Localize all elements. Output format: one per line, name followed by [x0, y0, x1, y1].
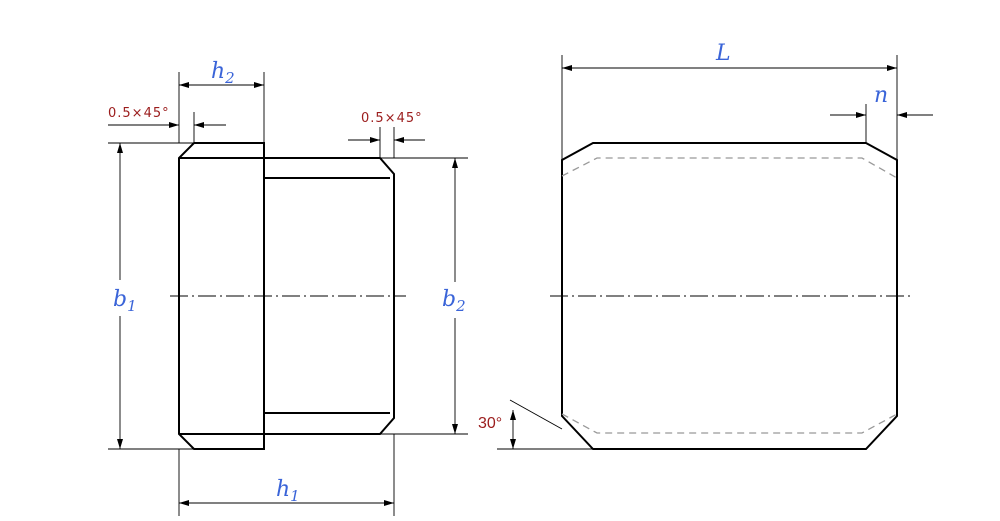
chamfer-note-left: 0.5×45° — [108, 106, 170, 121]
label-n: n — [874, 83, 888, 108]
octagon-outline — [561, 142, 898, 450]
label-h1: h1 — [276, 477, 300, 505]
chamfer-note-right: 0.5×45° — [361, 111, 423, 126]
label-b1: b1 — [113, 287, 137, 315]
label-b2: b2 — [442, 287, 466, 315]
front-view: L n 30° — [478, 41, 933, 450]
hidden-line-bottom — [561, 413, 898, 434]
label-L: L — [715, 41, 731, 66]
side-view: h2 h1 b1 b2 0.5×45° 0.5×45° — [108, 59, 468, 516]
label-h2: h2 — [211, 59, 235, 87]
angle-note: 30° — [478, 415, 502, 432]
hidden-line-top — [561, 157, 898, 179]
